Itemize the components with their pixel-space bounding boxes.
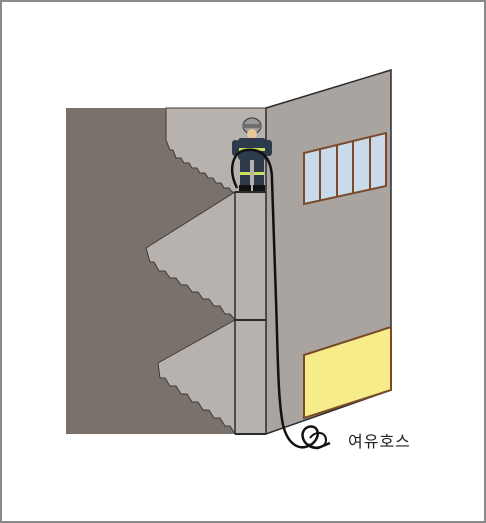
hose-label: 여유호스 — [348, 428, 411, 452]
